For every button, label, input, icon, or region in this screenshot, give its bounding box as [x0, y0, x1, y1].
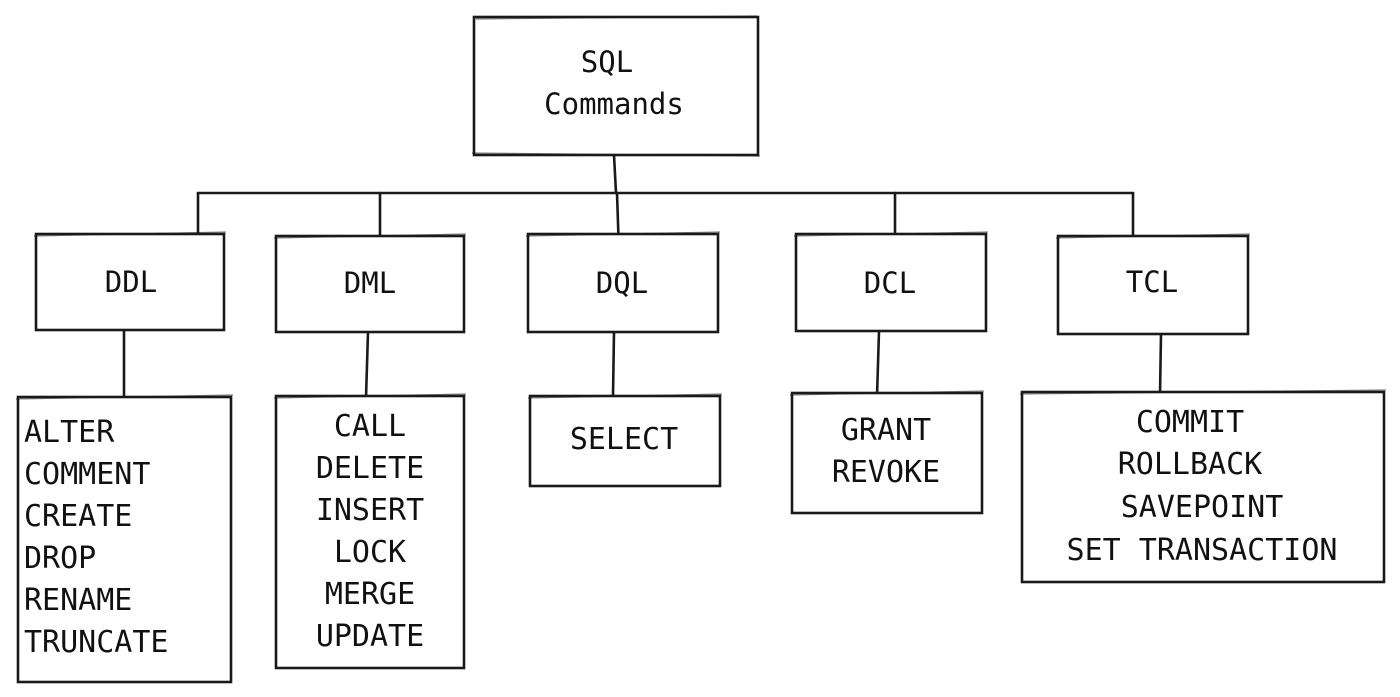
command-item: SET TRANSACTION — [1067, 533, 1338, 568]
command-item: COMMENT — [24, 457, 150, 492]
connector-dql-commands — [611, 330, 616, 398]
commands-box-dql: SELECT — [527, 393, 723, 488]
category-label: DDL — [105, 265, 157, 299]
command-item: UPDATE — [316, 619, 424, 654]
connector-dml-commands — [364, 330, 370, 400]
commands-box-ddl: ALTER COMMENT CREATE DROP RENAME TRUNCAT… — [15, 394, 234, 684]
command-item: DELETE — [316, 451, 424, 486]
root-title-line1: SQL — [581, 45, 633, 79]
command-item: TRUNCATE — [24, 625, 169, 660]
commands-box-dcl: GRANT REVOKE — [789, 390, 985, 515]
category-label: DML — [344, 266, 396, 300]
command-item: COMMIT — [1136, 405, 1244, 440]
category-label: DQL — [596, 266, 648, 300]
command-item: ALTER — [24, 415, 115, 450]
connector-dcl-commands — [875, 329, 881, 399]
command-item: GRANT — [841, 413, 931, 448]
command-item: SAVEPOINT — [1121, 490, 1284, 525]
category-box-dcl: DCL — [793, 231, 989, 333]
command-item: INSERT — [316, 493, 424, 528]
command-item: SELECT — [570, 422, 678, 457]
command-item: ROLLBACK — [1118, 447, 1263, 482]
category-label: TCL — [1126, 265, 1178, 299]
commands-box-tcl: COMMIT ROLLBACK SAVEPOINT SET TRANSACTIO… — [1019, 389, 1387, 584]
command-item: RENAME — [24, 583, 132, 618]
category-box-dql: DQL — [525, 231, 721, 334]
command-item: CALL — [334, 409, 406, 444]
category-label: DCL — [864, 266, 916, 300]
command-item: MERGE — [325, 577, 415, 612]
root-box: SQL Commands — [471, 15, 761, 157]
command-item: LOCK — [334, 535, 406, 570]
command-item: CREATE — [24, 499, 132, 534]
root-title-line2: Commands — [544, 87, 684, 121]
command-item: DROP — [24, 541, 96, 576]
category-box-dml: DML — [273, 233, 467, 334]
connector-lines — [122, 153, 1163, 402]
category-box-tcl: TCL — [1055, 233, 1251, 336]
commands-box-dml: CALL DELETE INSERT LOCK MERGE UPDATE — [273, 393, 467, 670]
connector-root — [612, 153, 618, 195]
command-item: REVOKE — [832, 455, 940, 490]
connector-tcl-commands — [1158, 332, 1163, 397]
category-box-ddl: DDL — [33, 231, 227, 332]
